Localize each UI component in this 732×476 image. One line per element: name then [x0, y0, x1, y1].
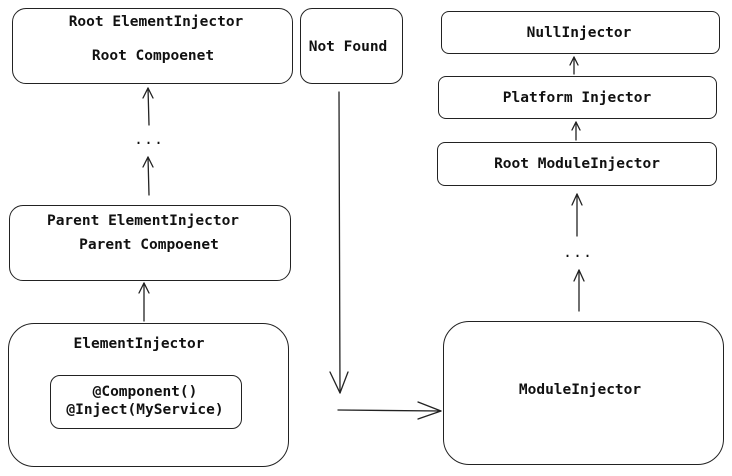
not-found-box [300, 8, 403, 84]
arrow-to-module-injector [337, 401, 442, 420]
module-injector-label: ModuleInjector [518, 382, 642, 398]
root-component-label: Root Compoenet [91, 48, 215, 64]
root-module-injector-label: Root ModuleInjector [494, 156, 660, 172]
arrow-platform-to-null [569, 56, 579, 75]
root-element-injector-title: Root ElementInjector [68, 14, 244, 30]
null-injector-box [441, 11, 720, 54]
arrow-ellipsis-to-root-module [571, 193, 583, 237]
right-ellipsis: ... [562, 243, 594, 261]
arrow-element-to-parent [138, 282, 150, 322]
root-element-injector-box [12, 8, 293, 84]
arrow-not-found-down [329, 91, 349, 394]
null-injector-label: NullInjector [526, 25, 632, 41]
inject-decorator-label: @Inject(MyService) [66, 402, 224, 418]
parent-component-label: Parent Compoenet [79, 237, 219, 253]
platform-injector-box [438, 76, 717, 119]
arrow-ellipsis-to-root [142, 87, 154, 126]
arrow-root-module-to-platform [571, 121, 581, 141]
arrow-module-to-ellipsis [573, 269, 585, 312]
decorator-code-box [50, 375, 242, 429]
left-ellipsis: ... [133, 130, 165, 148]
component-decorator-label: @Component() [92, 384, 198, 400]
parent-element-injector-box [9, 205, 291, 281]
module-injector-box [443, 321, 724, 465]
not-found-label: Not Found [308, 39, 388, 55]
arrow-parent-to-ellipsis [142, 156, 154, 196]
root-module-injector-box [437, 142, 717, 186]
platform-injector-label: Platform Injector [502, 90, 652, 106]
element-injector-title: ElementInjector [73, 336, 205, 352]
parent-element-injector-title: Parent ElementInjector [46, 213, 240, 229]
